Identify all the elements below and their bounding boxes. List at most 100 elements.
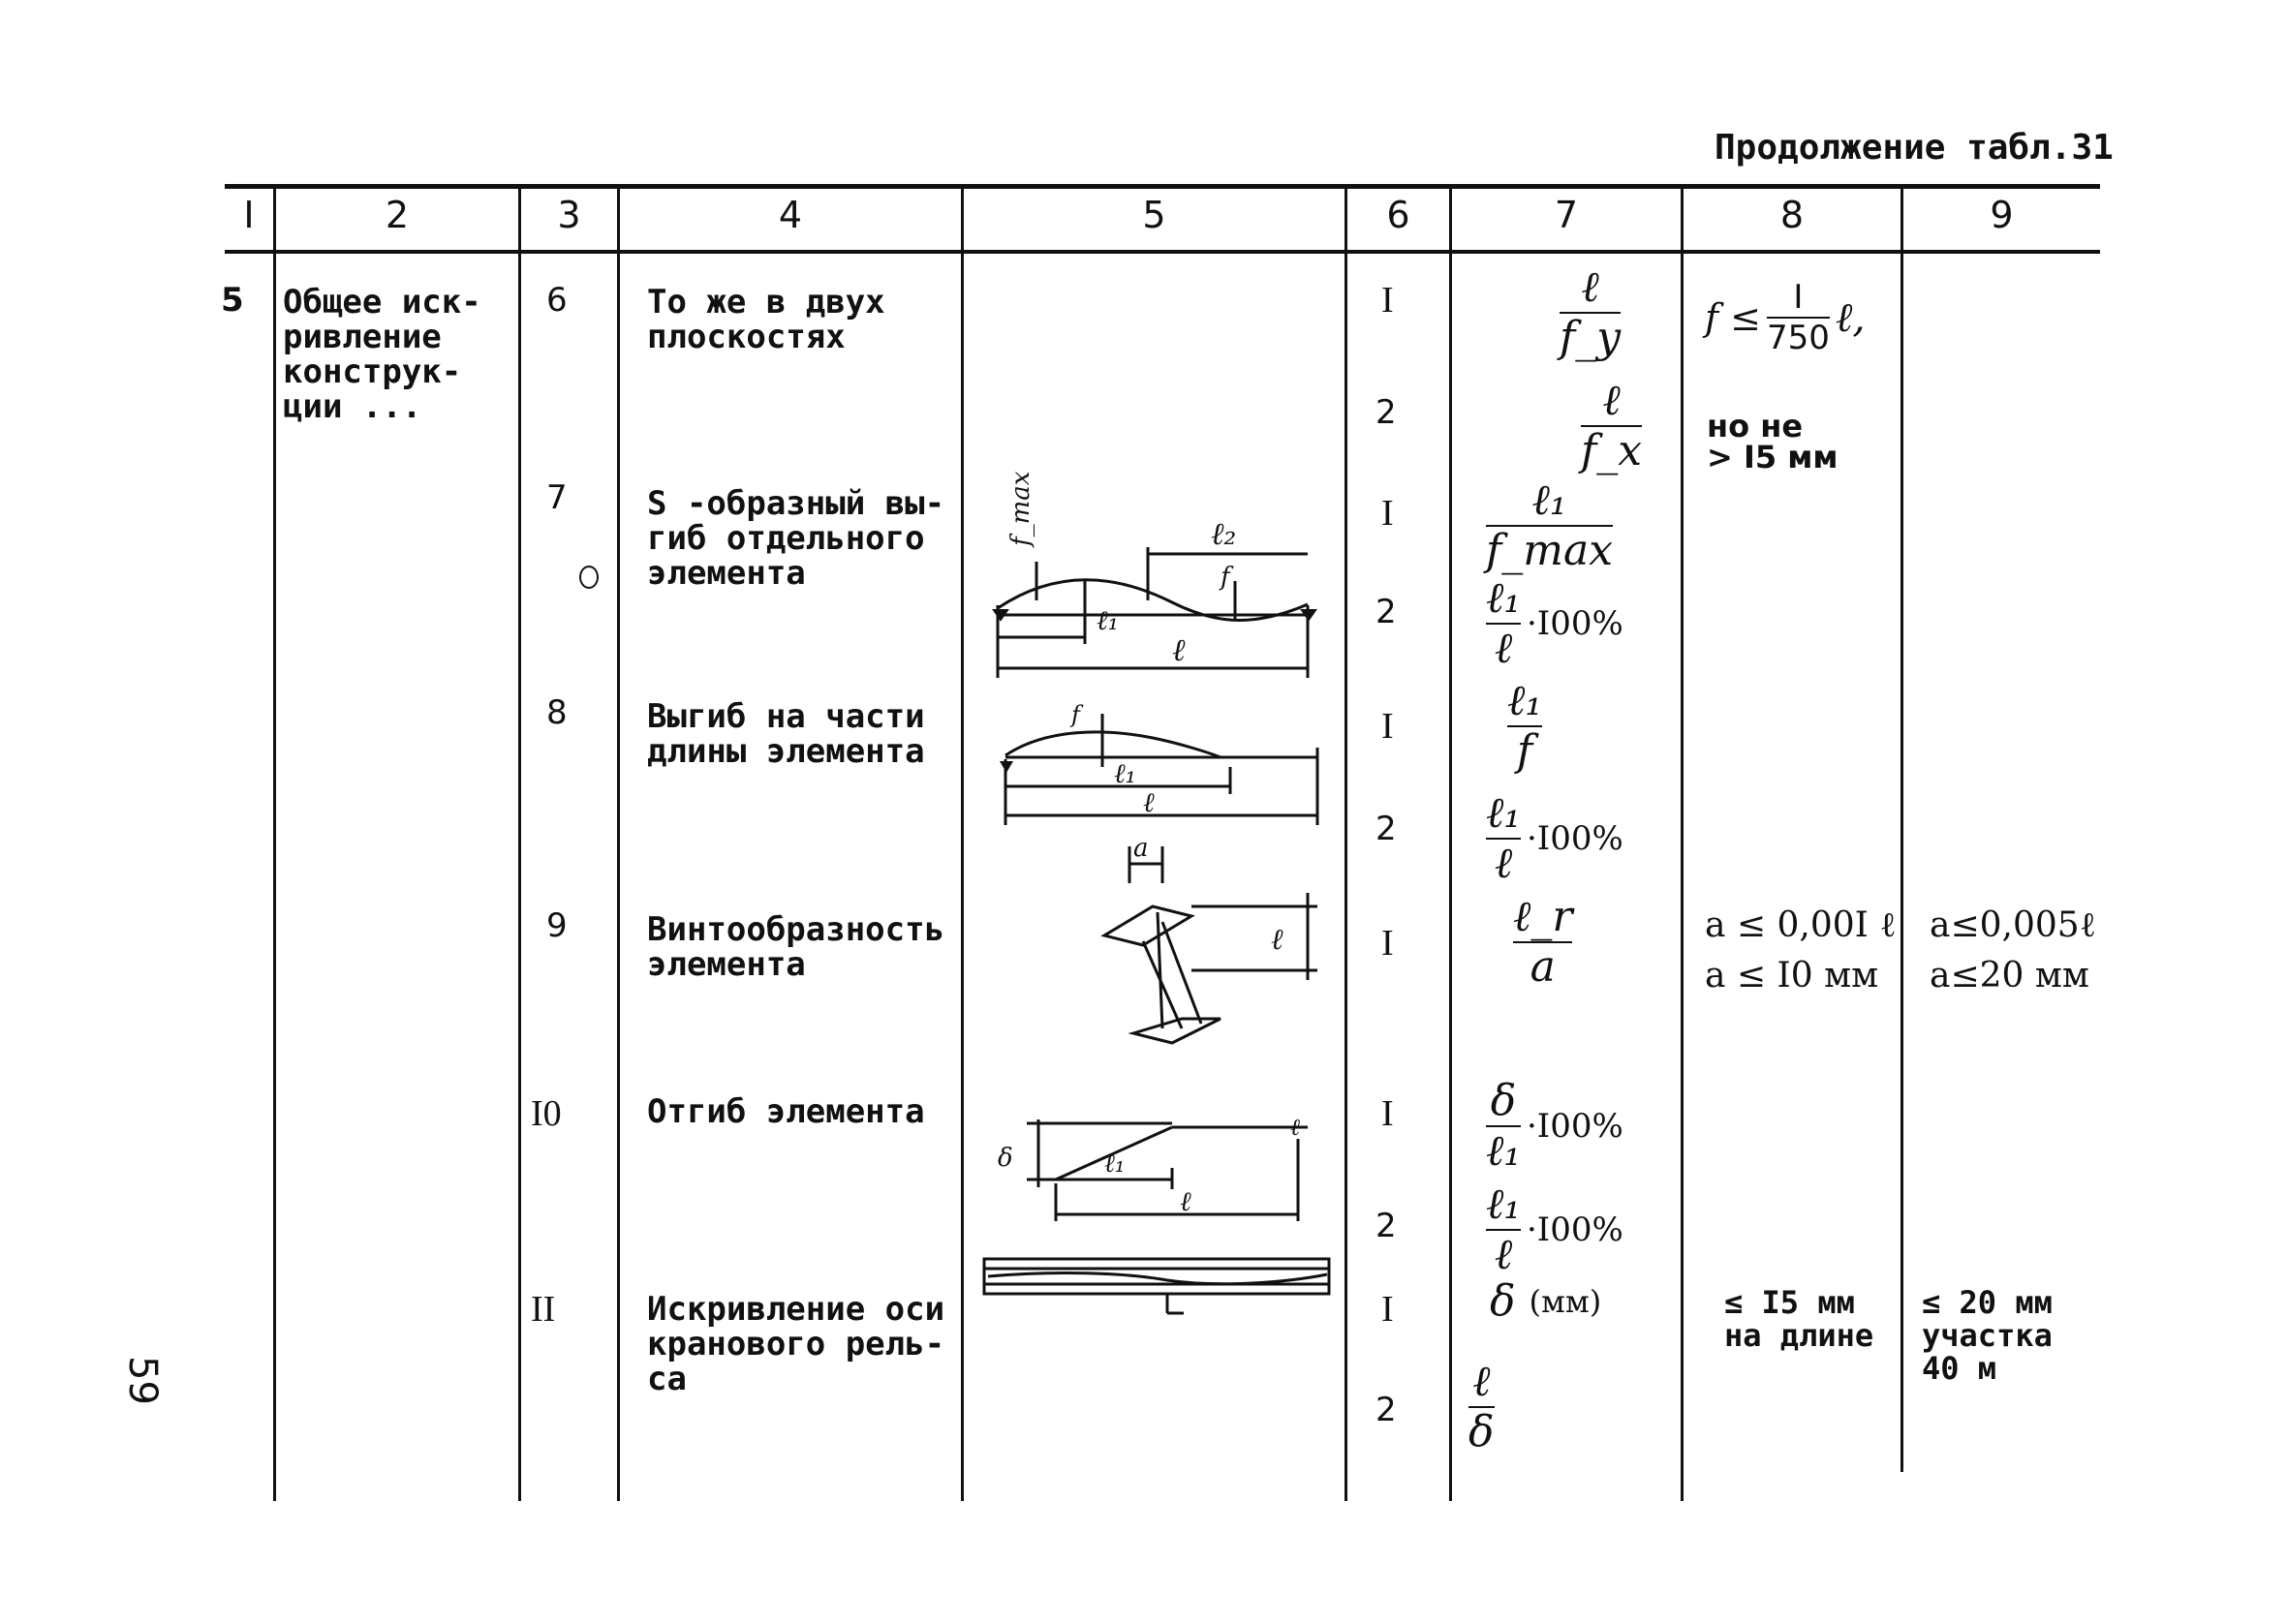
formula-numerator: ℓ bbox=[1602, 376, 1621, 425]
row-description: Искривление оси кранового рель- са bbox=[647, 1292, 957, 1396]
col-rule-2 bbox=[518, 184, 521, 1501]
tolerance-line: a≤0,005ℓ bbox=[1930, 905, 2096, 945]
fraction-bar bbox=[1766, 317, 1830, 319]
formula-ratio: ℓ₁ f_max bbox=[1486, 475, 1614, 572]
formula-tail: ·I00% bbox=[1526, 1210, 1623, 1249]
s-bend-sketch: f_max ℓ₂ f ℓ₁ ℓ bbox=[992, 471, 1317, 678]
sub-index: 2 bbox=[1375, 393, 1397, 432]
formula-tail: ·I00% bbox=[1526, 604, 1623, 643]
twist-sketch: a ℓ bbox=[1100, 834, 1317, 1045]
fraction-bar bbox=[1486, 1125, 1521, 1127]
fraction-bar bbox=[1486, 1229, 1521, 1231]
row-number: II bbox=[531, 1289, 556, 1330]
sketch-label: f bbox=[1069, 701, 1084, 728]
formula-ratio: ℓ_r a bbox=[1513, 896, 1573, 992]
row-description: Отгиб элемента bbox=[647, 1094, 957, 1129]
formula-percent: ℓ₁ ℓ ·I00% bbox=[1486, 792, 1623, 885]
tolerance-line: a≤20 мм bbox=[1930, 956, 2089, 996]
fraction-bar bbox=[1486, 838, 1521, 840]
formula-tail: ·I00% bbox=[1526, 1107, 1623, 1146]
formula-numerator: ℓ bbox=[1581, 262, 1599, 312]
fraction-bar bbox=[1486, 525, 1614, 527]
kink-sketch: δ ℓ₁ ℓ ℓ bbox=[998, 1114, 1308, 1221]
tolerance-note: но не > I5 мм bbox=[1707, 411, 1839, 473]
row-description: Выгиб на части длины элемента bbox=[647, 699, 957, 769]
formula-numerator: ℓ₁ bbox=[1531, 475, 1567, 525]
formula-percent: ℓ₁ ℓ ·I00% bbox=[1486, 1183, 1623, 1276]
sub-index: 2 bbox=[1375, 1207, 1397, 1245]
formula-denominator: f_x bbox=[1581, 426, 1643, 475]
sketch-label: ℓ bbox=[1143, 786, 1155, 818]
col-rule-4 bbox=[961, 184, 964, 1501]
row-number: I0 bbox=[531, 1093, 562, 1134]
formula-deviation: δ (мм) bbox=[1490, 1276, 1601, 1326]
tolerance-col8: ≤ I5 мм на длине bbox=[1724, 1286, 1873, 1352]
row-description: S -образный вы- гиб отдельного элемента bbox=[647, 486, 957, 591]
formula-ratio: ℓ f_y bbox=[1560, 262, 1622, 362]
col-rule-7 bbox=[1681, 184, 1684, 1501]
table-top-rule bbox=[225, 184, 2100, 189]
desc-line: элемента bbox=[647, 554, 806, 593]
desc-line: плоскостях bbox=[647, 318, 846, 356]
sub-index: 2 bbox=[1375, 593, 1397, 631]
group-title-line: ции ... bbox=[283, 387, 422, 426]
sketch-label: a bbox=[1133, 834, 1149, 863]
formula-fraction: ℓ₁ ℓ bbox=[1486, 1183, 1521, 1276]
formula-numerator: I bbox=[1793, 278, 1804, 317]
sketch-label: ℓ bbox=[1180, 1185, 1191, 1217]
header-col-2: 2 bbox=[385, 194, 410, 236]
sketch-label: ℓ bbox=[1271, 923, 1283, 957]
sub-index: 2 bbox=[1375, 1391, 1397, 1429]
row-description: Винтообразность элемента bbox=[647, 912, 957, 982]
formula-fraction: ℓ₁ ℓ bbox=[1486, 792, 1521, 885]
fraction-bar bbox=[1581, 425, 1643, 427]
desc-line: гиб отдельного bbox=[647, 519, 925, 558]
formula-unit: (мм) bbox=[1529, 1282, 1602, 1320]
header-bottom-rule bbox=[225, 250, 2100, 254]
desc-line: Выгиб на части bbox=[647, 697, 925, 736]
sub-index: I bbox=[1381, 923, 1394, 964]
header-col-4: 4 bbox=[778, 194, 803, 236]
fraction-bar bbox=[1468, 1406, 1495, 1408]
formula-fraction: I 750 bbox=[1766, 278, 1830, 357]
desc-line: Искривление оси bbox=[647, 1290, 945, 1329]
row-number: 7 bbox=[546, 478, 568, 517]
formula-numerator: δ bbox=[1490, 1076, 1517, 1125]
tolerance-line: ≤ I5 мм bbox=[1724, 1284, 1855, 1321]
formula-denominator: 750 bbox=[1766, 319, 1830, 357]
formula-percent: δ ℓ₁ ·I00% bbox=[1486, 1080, 1623, 1173]
row-number: 9 bbox=[546, 906, 568, 945]
sketch-label: ℓ bbox=[1172, 631, 1186, 668]
group-title: Общее иск- ривление конструк- ции ... bbox=[283, 285, 515, 424]
sub-index: I bbox=[1381, 493, 1394, 534]
header-col-9: 9 bbox=[1990, 194, 2014, 236]
sketch-label: f bbox=[1219, 563, 1234, 592]
desc-line: элемента bbox=[647, 945, 806, 984]
fraction-bar bbox=[1560, 312, 1622, 314]
tolerance-line: участка bbox=[1922, 1317, 2053, 1354]
formula-denominator: f_y bbox=[1560, 313, 1622, 362]
formula-percent: ℓ₁ ℓ ·I00% bbox=[1486, 577, 1623, 670]
formula-numerator: ℓ₁ bbox=[1507, 676, 1542, 725]
col-rule-5 bbox=[1344, 184, 1347, 1501]
partial-bend-sketch: f ℓ₁ ℓ bbox=[1000, 701, 1319, 825]
formula-suffix: ℓ, bbox=[1835, 293, 1866, 341]
tolerance-line: a ≤ 0,00I ℓ bbox=[1705, 905, 1897, 945]
formula-denominator: δ bbox=[1468, 1407, 1495, 1456]
formula-denominator: a bbox=[1530, 942, 1556, 992]
desc-line: Отгиб элемента bbox=[647, 1092, 925, 1131]
header-col-1: I bbox=[243, 194, 255, 236]
sub-index: I bbox=[1381, 1093, 1394, 1134]
formula-ratio: ℓ f_x bbox=[1581, 376, 1643, 475]
sketch-label: ℓ₂ bbox=[1211, 515, 1236, 552]
fraction-bar bbox=[1486, 623, 1521, 625]
formula-numerator: ℓ₁ bbox=[1486, 1180, 1521, 1229]
group-title-line: ривление bbox=[283, 318, 442, 356]
header-col-6: 6 bbox=[1386, 194, 1410, 236]
formula-denominator: ℓ bbox=[1494, 1230, 1513, 1279]
formula-denominator: ℓ bbox=[1494, 839, 1513, 888]
sub-index: I bbox=[1381, 1289, 1394, 1330]
header-col-7: 7 bbox=[1554, 194, 1579, 236]
tolerance-line: 40 м bbox=[1922, 1350, 1997, 1387]
tolerance-line: ≤ 20 мм bbox=[1922, 1284, 2053, 1321]
